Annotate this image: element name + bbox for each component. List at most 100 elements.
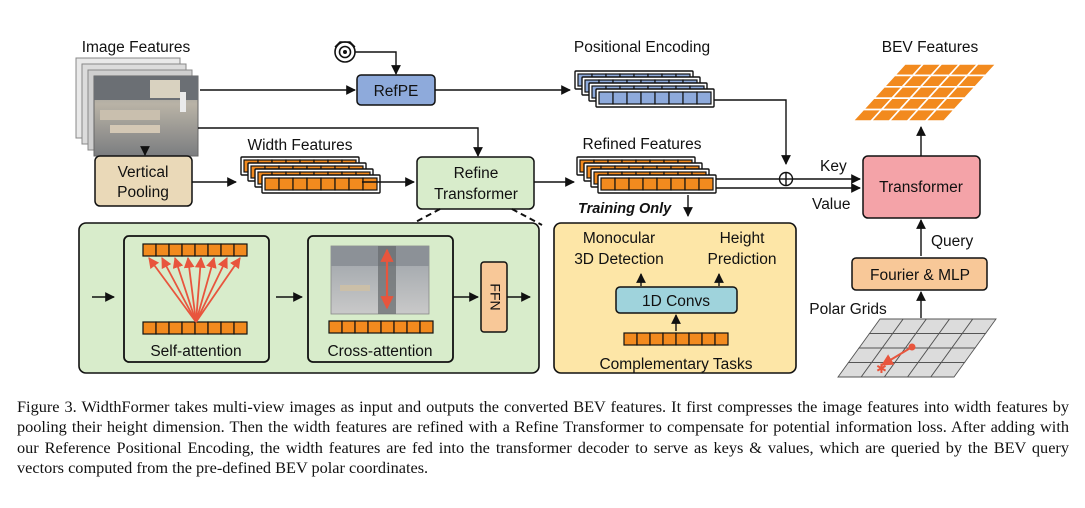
ca-token <box>393 320 408 334</box>
task-token <box>714 332 729 346</box>
sa-token <box>181 243 196 257</box>
task-token <box>636 332 651 346</box>
cross-attention-image <box>330 245 430 315</box>
vertical-pooling-label-2: Pooling <box>117 184 169 201</box>
pe-to-add-arrow <box>714 99 791 165</box>
self-attention-key-tokens <box>142 321 248 335</box>
height-label-1: Height <box>720 230 765 247</box>
feature-cell <box>626 91 642 105</box>
attention-arrow <box>195 257 241 323</box>
ca-token <box>406 320 421 334</box>
image-features-stack <box>75 57 199 157</box>
feature-cell <box>684 177 700 191</box>
fourier-mlp-box <box>851 257 988 291</box>
feature-cell <box>628 177 644 191</box>
polar-target-star: ✱ <box>876 361 887 376</box>
monocular-label-1: Monocular <box>583 230 655 247</box>
sa-token <box>233 321 248 335</box>
feature-cell <box>320 177 336 191</box>
feature-cell <box>362 177 378 191</box>
feature-cell <box>292 177 308 191</box>
sa-token <box>155 321 170 335</box>
refpe-label: RefPE <box>374 83 419 100</box>
sa-token <box>207 243 222 257</box>
attention-arrow <box>195 256 217 323</box>
image-features-label: Image Features <box>82 39 191 56</box>
ca-token <box>419 320 434 334</box>
street-image <box>93 75 199 157</box>
polar-grids-label: Polar Grids <box>809 301 887 318</box>
cross-attention-label: Cross-attention <box>327 343 432 360</box>
feature-cell <box>612 91 628 105</box>
monocular-label-2: 3D Detection <box>574 251 664 268</box>
refine-transformer-label-1: Refine <box>454 165 499 182</box>
task-token <box>623 332 638 346</box>
conv1d-box <box>615 286 738 314</box>
sa-token <box>233 243 248 257</box>
zoom-line-left <box>409 208 441 226</box>
widthformer-diagram: Image Features RefPE Positional Encoding… <box>75 39 998 378</box>
sa-token <box>142 321 157 335</box>
attention-arrow <box>161 257 197 323</box>
sa-token <box>142 243 157 257</box>
self-attention-arrows <box>148 256 241 323</box>
task-token <box>688 332 703 346</box>
add-symbol <box>778 171 794 187</box>
complementary-tasks-label: Complementary Tasks <box>599 356 752 373</box>
polar-vector-arrow <box>880 346 913 366</box>
camera-to-refpe-arrow <box>355 51 401 75</box>
attention-arrow <box>194 256 206 323</box>
feature-cell <box>600 177 616 191</box>
feature-cell <box>656 177 672 191</box>
training-only-label: Training Only <box>578 201 672 217</box>
polar-grid <box>837 318 997 378</box>
bev-cell <box>923 108 957 122</box>
refine-transformer-box <box>416 156 535 210</box>
bev-features-label: BEV Features <box>882 39 979 56</box>
height-label-2: Prediction <box>708 251 777 268</box>
task-token <box>662 332 677 346</box>
feature-cell <box>682 91 698 105</box>
sa-token <box>155 243 170 257</box>
ffn-label: FFN <box>487 283 503 310</box>
feature-cell <box>348 177 364 191</box>
key-label: Key <box>820 158 847 175</box>
positional-encoding-stack <box>574 70 715 108</box>
fourier-mlp-label: Fourier & MLP <box>870 267 970 284</box>
task-token <box>675 332 690 346</box>
refine-transformer-label-2: Transformer <box>434 186 518 203</box>
ca-token <box>367 320 382 334</box>
sa-token <box>168 243 183 257</box>
feature-cell <box>640 91 656 105</box>
task-token <box>701 332 716 346</box>
attention-arrow <box>195 257 228 323</box>
feature-cell <box>698 177 714 191</box>
ca-token <box>354 320 369 334</box>
self-attention-label: Self-attention <box>150 343 241 360</box>
feature-cell <box>264 177 280 191</box>
feature-cell <box>598 91 614 105</box>
feature-cell <box>668 91 684 105</box>
ca-token <box>380 320 395 334</box>
width-features-label: Width Features <box>247 137 352 154</box>
refined-features-label: Refined Features <box>583 136 702 153</box>
figure-caption: Figure 3. WidthFormer takes multi-view i… <box>17 397 1069 478</box>
positional-encoding-label: Positional Encoding <box>574 39 710 56</box>
attention-arrow <box>183 256 197 323</box>
bev-features-grid <box>851 63 998 122</box>
task-token <box>649 332 664 346</box>
polar-cell <box>929 362 966 378</box>
sa-token <box>181 321 196 335</box>
cross-attention-tokens <box>328 320 434 334</box>
feature-cell <box>334 177 350 191</box>
ca-token <box>341 320 356 334</box>
query-label: Query <box>931 233 973 250</box>
ca-token <box>328 320 343 334</box>
transformer-label: Transformer <box>879 179 963 196</box>
polar-origin-dot <box>908 343 916 351</box>
attention-arrow <box>148 257 197 323</box>
width-features-stack <box>240 156 381 194</box>
sa-token <box>194 321 209 335</box>
complementary-task-tokens <box>623 332 729 346</box>
feature-cell <box>654 91 670 105</box>
